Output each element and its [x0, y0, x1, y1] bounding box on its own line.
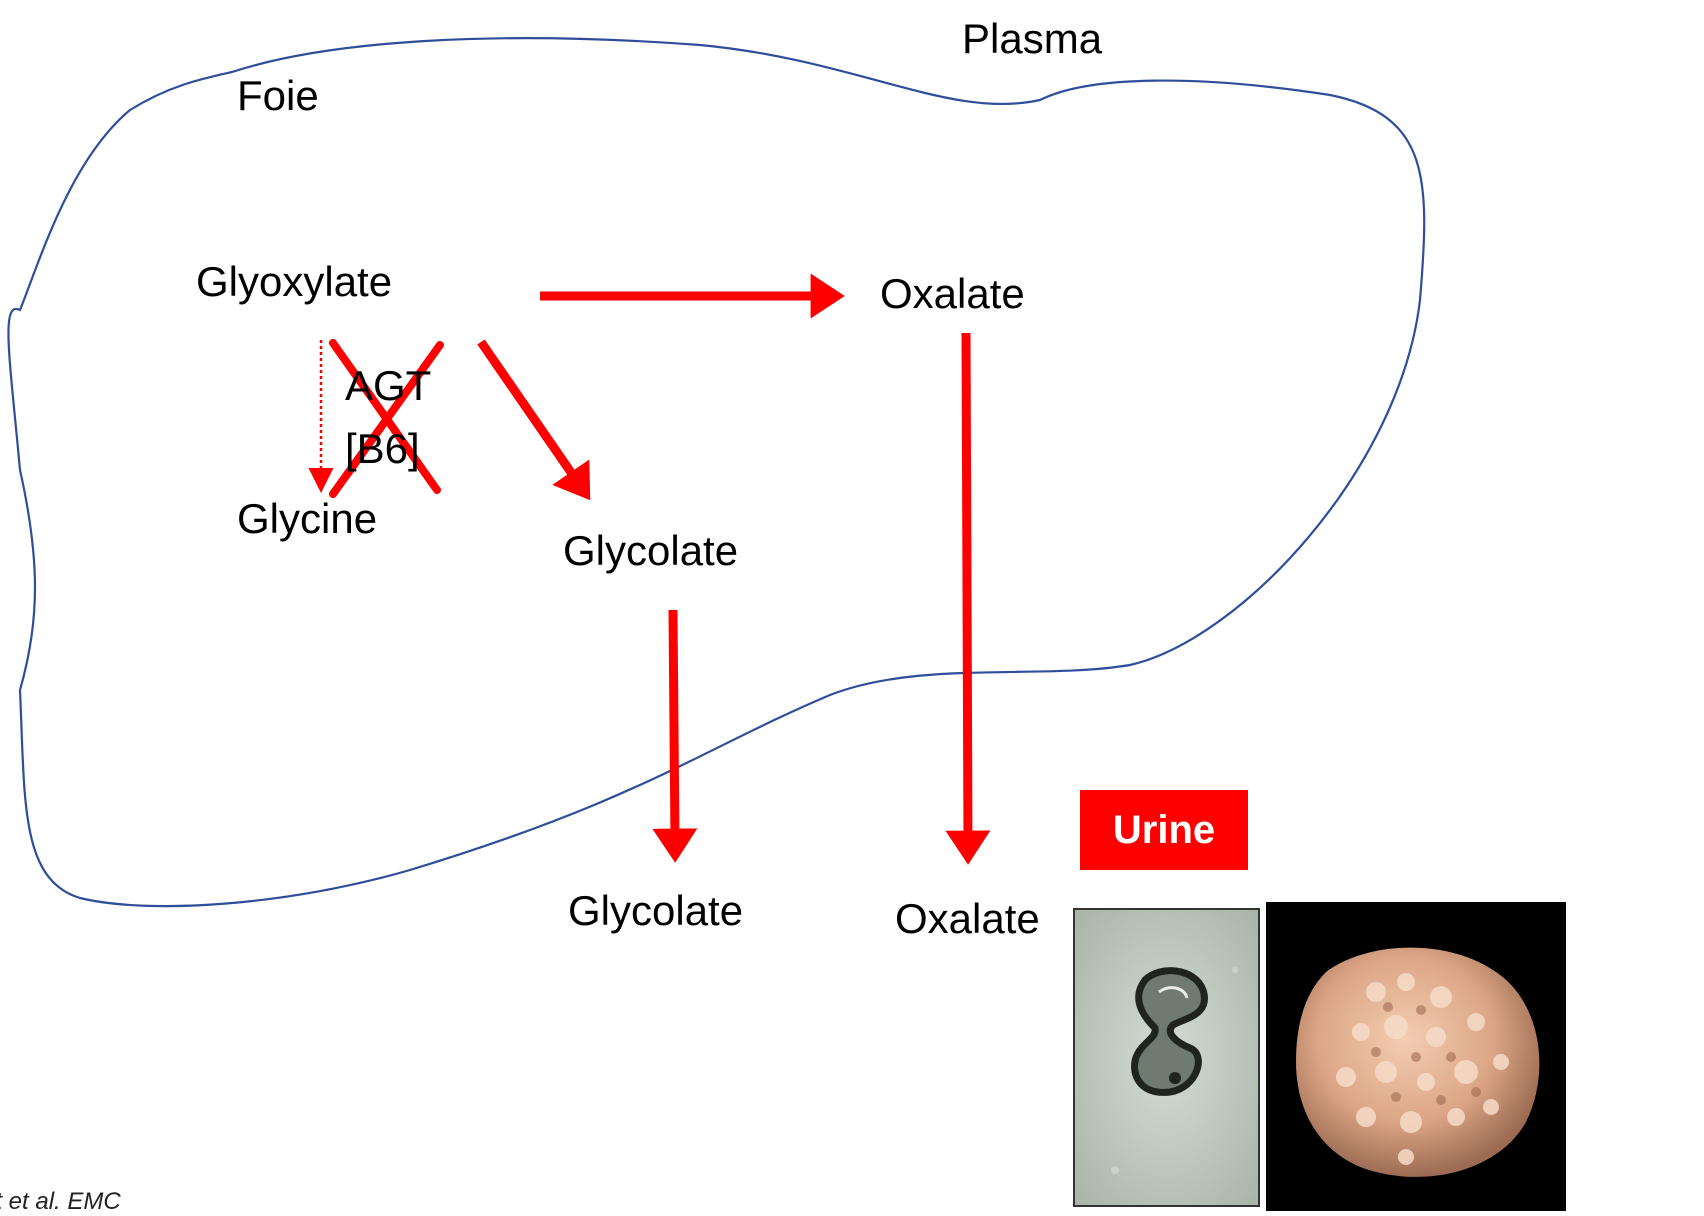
arrow-glyoxylate-to-glycolate	[481, 342, 579, 484]
plasma-label: Plasma	[962, 18, 1102, 60]
glycolate-plasma-label: Glycolate	[568, 890, 743, 932]
agt-enzyme-label: AGT	[345, 365, 431, 407]
crystal-micrograph	[1073, 908, 1260, 1207]
glycine-label: Glycine	[237, 498, 377, 540]
foie-label: Foie	[237, 75, 319, 117]
oxalate-liver-label: Oxalate	[880, 273, 1025, 315]
kidney-stone-photo	[1266, 902, 1566, 1211]
arrow-oxalate-to-urine	[966, 333, 968, 845]
urine-label: Urine	[1113, 808, 1215, 853]
glycolate-liver-label: Glycolate	[563, 530, 738, 572]
oxalate-urine-label: Oxalate	[895, 898, 1040, 940]
b6-cofactor-label: [B6]	[345, 428, 420, 470]
urine-badge: Urine	[1080, 790, 1248, 870]
glyoxylate-label: Glyoxylate	[196, 261, 392, 303]
arrow-glycolate-to-plasma	[673, 610, 675, 843]
citation-text: at et al. EMC	[0, 1188, 121, 1216]
crystal-icon	[1075, 910, 1258, 1205]
liver-outline	[8, 38, 1424, 906]
stone-icon	[1266, 902, 1566, 1211]
